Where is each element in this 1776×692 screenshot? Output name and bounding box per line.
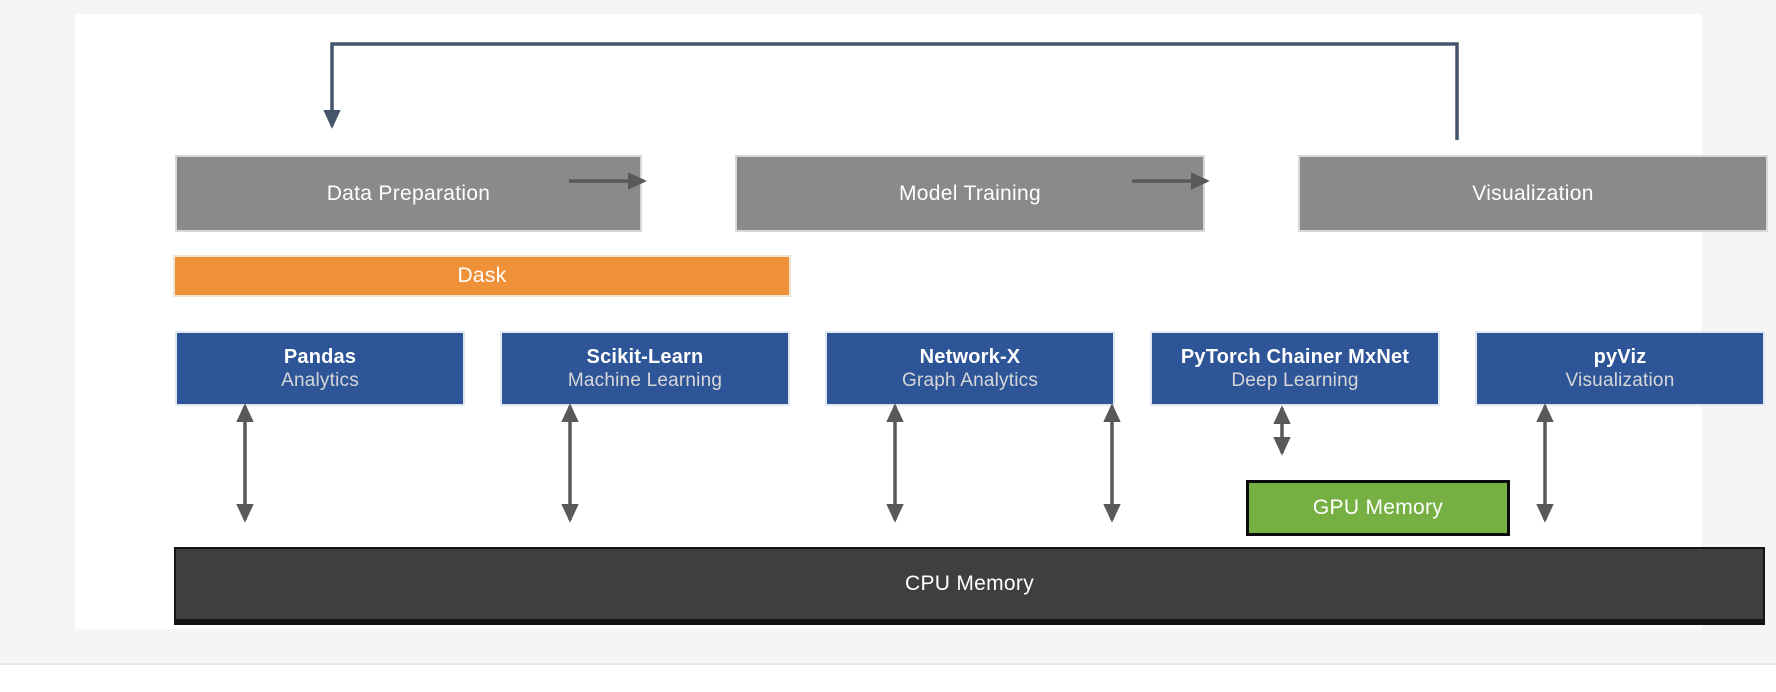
dask-label: Dask <box>457 264 507 287</box>
bottom-strip <box>0 663 1776 692</box>
dask-bar: Dask <box>173 255 791 297</box>
step-label-visualization: Visualization <box>1472 181 1594 205</box>
step-box-model-training: Model Training <box>735 155 1205 232</box>
library-subtitle: Machine Learning <box>567 370 723 392</box>
cpu-memory-bar: CPU Memory <box>174 547 1765 625</box>
diagram-card: Data Preparation Model Training Visualiz… <box>75 14 1768 629</box>
step-box-visualization: Visualization <box>1298 155 1768 232</box>
library-title: Network-X <box>919 345 1021 368</box>
library-subtitle: Visualization <box>1565 370 1675 392</box>
step-box-data-preparation: Data Preparation <box>175 155 642 232</box>
gpu-memory-label: GPU Memory <box>1312 496 1444 519</box>
step-label-data-preparation: Data Preparation <box>326 181 491 205</box>
gpu-memory-box: GPU Memory <box>1246 480 1510 536</box>
library-box-network-x: Network-X Graph Analytics <box>825 331 1115 406</box>
library-box-pyviz: pyViz Visualization <box>1475 331 1765 406</box>
library-subtitle: Analytics <box>281 370 359 392</box>
library-box-scikit-learn: Scikit-Learn Machine Learning <box>500 331 790 406</box>
step-label-model-training: Model Training <box>899 181 1041 205</box>
library-title: Pandas <box>283 345 357 368</box>
library-subtitle: Deep Learning <box>1231 370 1359 392</box>
library-subtitle: Graph Analytics <box>901 370 1039 392</box>
library-title: PyTorch Chainer MxNet <box>1180 345 1410 368</box>
library-title: pyViz <box>1593 345 1647 368</box>
cpu-memory-label: CPU Memory <box>904 572 1034 595</box>
library-title: Scikit-Learn <box>586 345 704 368</box>
library-box-pytorch-chainer-mxnet: PyTorch Chainer MxNet Deep Learning <box>1150 331 1440 406</box>
library-box-pandas: Pandas Analytics <box>175 331 465 406</box>
